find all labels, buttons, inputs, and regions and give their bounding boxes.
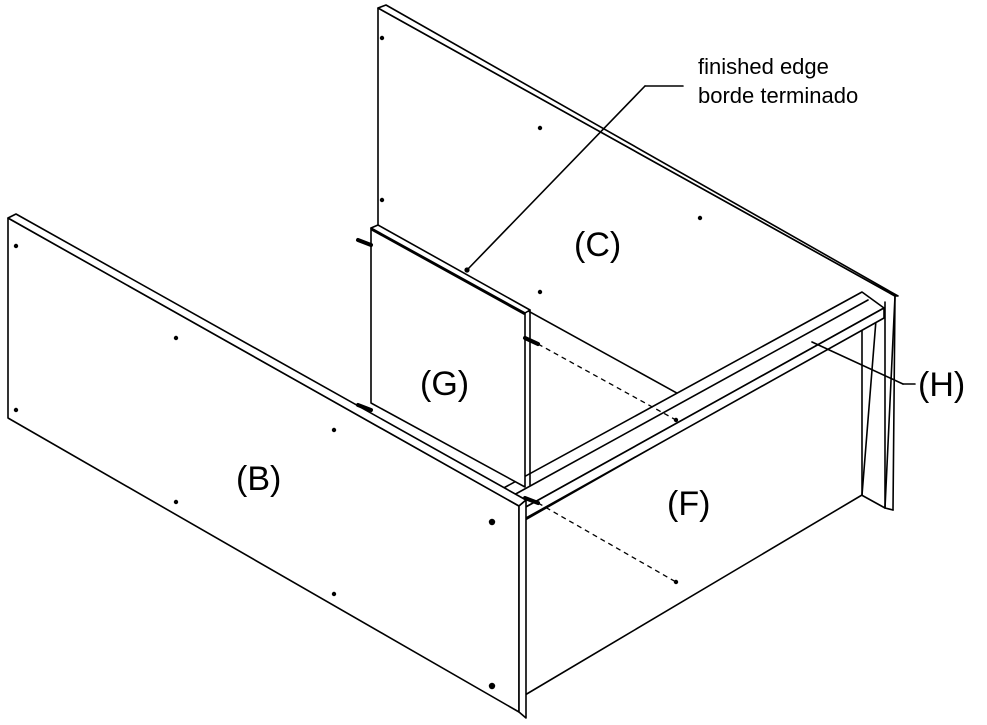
leader-line-h	[811, 341, 904, 385]
part-label-h: (H)	[918, 366, 965, 404]
finished-edge-label-es: borde terminado	[698, 83, 858, 108]
part-label-c: (C)	[574, 226, 621, 264]
part-label-b: (B)	[236, 460, 281, 498]
finished-edge-label-en: finished edge	[698, 54, 829, 79]
dowels	[356, 238, 540, 505]
panel-b	[7, 213, 527, 719]
holes	[13, 35, 703, 690]
leader-line-finished-edge	[466, 85, 646, 271]
panel-g	[370, 224, 531, 488]
part-label-g: (G)	[420, 365, 469, 403]
part-label-f: (F)	[667, 485, 710, 523]
